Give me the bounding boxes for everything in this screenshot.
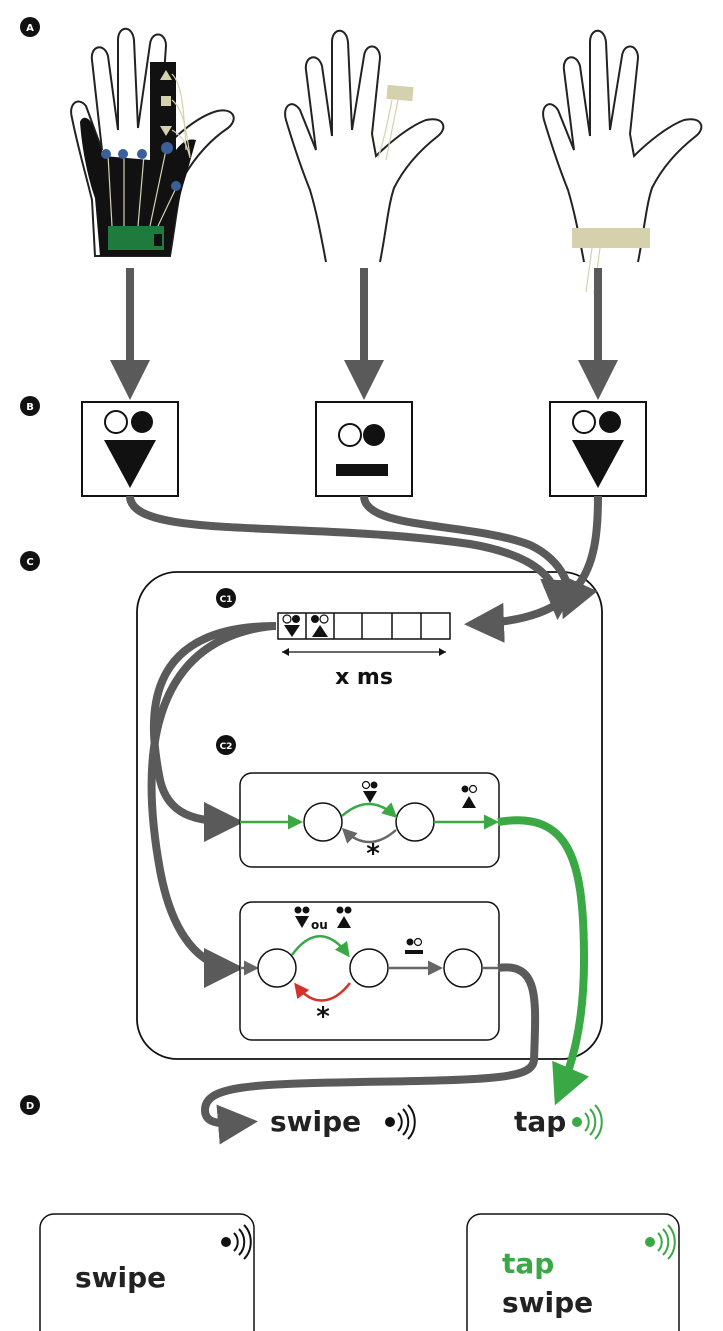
tap-transition-down-symbol [361,780,378,803]
vibration-icon [645,1224,676,1260]
triangle-down-icon [572,440,624,488]
triangle-down-icon [104,440,156,488]
tap-wildcard-star: * [366,839,380,869]
event-buffer [277,612,451,640]
processing-container [136,571,603,1060]
bar-icon [336,464,388,476]
swipe-transition-hold-symbol [405,937,423,954]
step-label-c: C [20,551,40,571]
tap-transition-up-symbol [461,784,478,808]
tap-state-1 [303,802,343,842]
arrow-event2-to-buffer [360,495,598,620]
step-label-c1: C1 [216,588,236,608]
card-tap-text: tap [502,1247,554,1280]
vibration-icon [221,1224,252,1260]
step-label-c2: C2 [216,735,236,755]
swipe-transition-up-symbol [336,906,352,928]
event-box-contact-down-2 [549,401,647,497]
arrow-event1-to-buffer [126,495,581,620]
buffer-duration-range [282,648,446,656]
step-label-a: A [20,17,40,37]
card-swipe-text: swipe [75,1261,166,1294]
arrow-tap-output [497,816,589,1106]
tap-state-2 [395,802,435,842]
tap-automaton: * [239,772,500,869]
swipe-wildcard-star: * [316,1002,330,1032]
buffer-slot-2 [311,614,329,637]
swipe-transition-down-symbol [294,906,310,928]
hand-ring-sensor-icon [284,29,445,263]
buffer-duration-label: x ms [335,665,393,690]
tap-output-label: tap [514,1105,566,1138]
event-box-contact-hold [315,401,413,497]
feedback-card-tap-swipe: tap swipe [466,1213,680,1331]
vibration-icon [572,1104,603,1140]
buffer-slot-1 [282,614,300,637]
card-swipe-text: swipe [502,1286,593,1319]
arrow-swipe-output [200,963,540,1145]
hand-wrist-band-icon [542,29,703,295]
swipe-output-label: swipe [270,1105,361,1138]
vibration-icon [385,1104,416,1140]
swipe-state-3 [443,948,483,988]
svg-text:C: C [26,557,33,568]
swipe-automaton: ou * [239,901,500,1041]
svg-text:A: A [26,23,34,34]
svg-text:B: B [26,402,34,413]
step-label-d: D [20,1095,40,1115]
swipe-or-label: ou [311,918,328,932]
event-box-contact-down [81,401,179,497]
left-hand-glove-icon [70,27,235,257]
step-label-b: B [20,396,40,416]
feedback-card-swipe: swipe [39,1213,255,1331]
arrow-event3-to-buffer [464,495,602,643]
svg-text:C1: C1 [220,595,233,605]
svg-text:D: D [26,1101,34,1112]
swipe-state-1 [257,948,297,988]
arrow-buffer-to-swipe-automaton [147,622,273,988]
swipe-state-2 [349,948,389,988]
svg-text:C2: C2 [220,742,233,752]
